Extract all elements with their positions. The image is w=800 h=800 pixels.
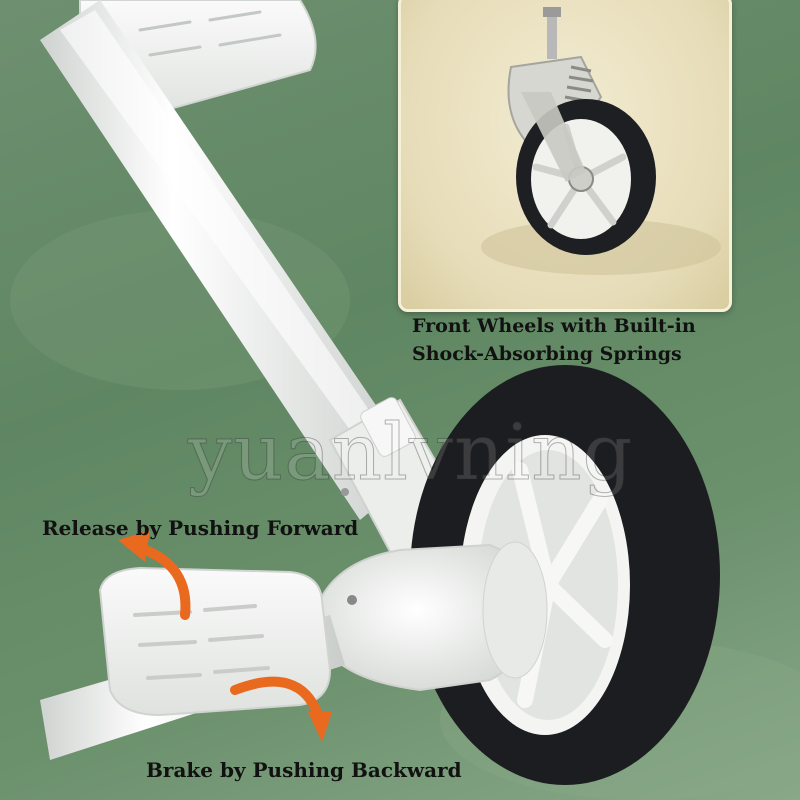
caster-fork bbox=[521, 92, 586, 182]
front-wheels-caption: Front Wheels with Built-in Shock-Absorbi… bbox=[412, 312, 696, 368]
screw bbox=[341, 488, 349, 496]
curved-arrow-down-icon bbox=[230, 676, 332, 742]
curved-arrow-up-icon bbox=[118, 530, 191, 620]
caster-wheel-inset bbox=[398, 0, 732, 312]
watermark: yuanlvning bbox=[187, 408, 634, 499]
clip bbox=[360, 397, 416, 457]
upper-footrest-ridges bbox=[138, 10, 282, 57]
caster-stem bbox=[547, 9, 557, 59]
front-wheels-caption-line1: Front Wheels with Built-in bbox=[412, 315, 696, 337]
caster-wheel-illustration bbox=[481, 7, 721, 275]
release-caption: Release by Pushing Forward bbox=[42, 516, 359, 540]
brake-caption: Brake by Pushing Backward bbox=[146, 758, 462, 782]
front-wheels-caption-line2: Shock-Absorbing Springs bbox=[412, 343, 682, 365]
screw bbox=[347, 595, 357, 605]
